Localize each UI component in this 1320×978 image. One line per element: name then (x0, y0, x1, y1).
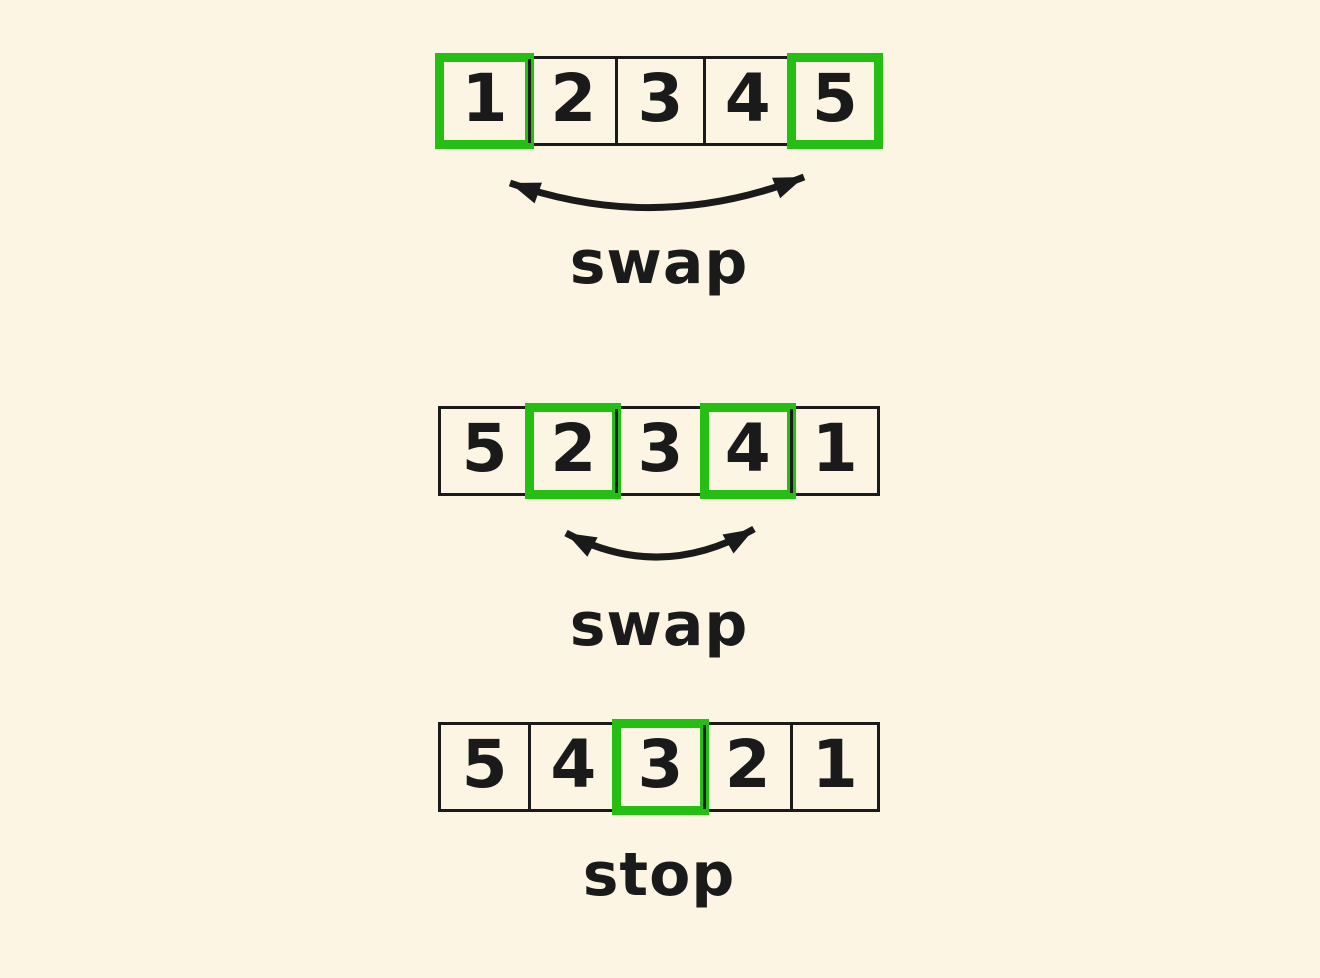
array-cell-highlighted: 2 (525, 403, 622, 499)
array-row-step-1: 1 2 3 4 5 (434, 53, 884, 149)
array-cell: 3 (615, 59, 702, 143)
array-cell: 1 (789, 409, 877, 493)
array-cell: 4 (528, 725, 615, 809)
array-cell-highlighted: 3 (612, 719, 709, 815)
array-cell-highlighted: 1 (434, 53, 535, 149)
array-cell: 1 (789, 725, 877, 809)
array-row-step-3: 5 4 3 2 1 (438, 719, 880, 815)
array-cell: 4 (702, 59, 790, 143)
array-cell: 5 (461, 726, 508, 803)
array-cell: 2 (528, 59, 615, 143)
step-2-caption: swap (569, 590, 749, 660)
step-1-caption: swap (569, 228, 749, 298)
array-cell: 3 (615, 409, 702, 493)
array-cell: 2 (702, 725, 790, 809)
swap-arrow-icon (552, 511, 768, 585)
array-row-step-2: 5 2 3 4 1 (438, 403, 880, 499)
array-cell-highlighted: 5 (786, 53, 884, 149)
step-3-caption: stop (582, 840, 736, 910)
array-cell: 5 (461, 410, 508, 487)
array-cell-highlighted: 4 (699, 403, 797, 499)
swap-arrow-icon (494, 163, 820, 235)
